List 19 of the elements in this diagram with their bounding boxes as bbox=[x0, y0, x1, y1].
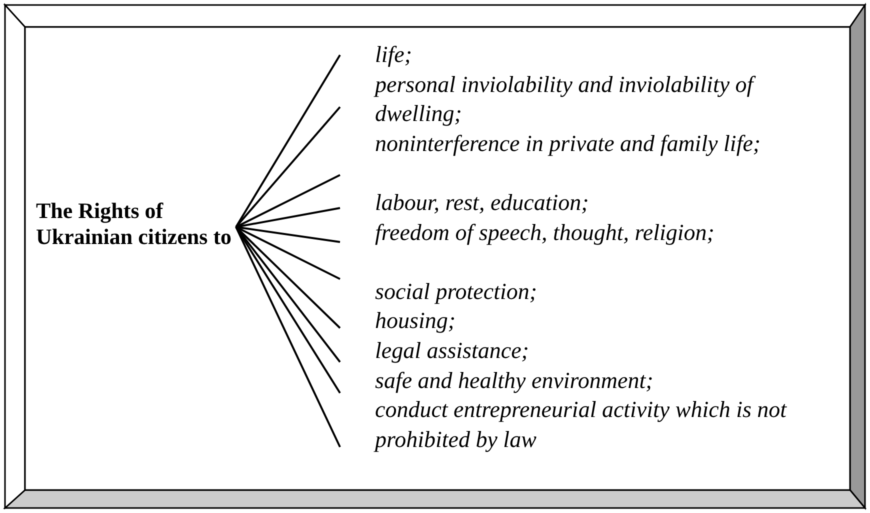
right-item-text: legal assistance; bbox=[375, 337, 530, 365]
right-item-text: social protection; bbox=[375, 278, 538, 306]
branch-line bbox=[235, 226, 341, 448]
right-item-text: personal inviolability and inviolability of dwelling; bbox=[375, 70, 840, 129]
branch-line bbox=[236, 174, 340, 228]
branch-line bbox=[235, 226, 341, 394]
right-item-text: life; bbox=[375, 41, 414, 69]
right-item-text: labour, rest, education; bbox=[375, 189, 590, 217]
branch-line bbox=[235, 54, 341, 228]
right-item-text: freedom of speech, thought, religion; bbox=[375, 218, 716, 247]
right-item-text: housing; bbox=[375, 307, 456, 336]
right-item-text: safe and healthy environment; bbox=[375, 366, 654, 395]
right-item-text: noninterference in private and family life; bbox=[375, 130, 762, 158]
branch-line bbox=[236, 226, 340, 280]
branch-line bbox=[235, 226, 341, 329]
right-item-text: conduct entrepreneurial activity which is not prohibited by law bbox=[375, 396, 788, 454]
branch-line bbox=[235, 106, 341, 228]
heading-text: The Rights of Ukrainian citizens to bbox=[36, 198, 233, 250]
branch-line bbox=[235, 226, 341, 363]
